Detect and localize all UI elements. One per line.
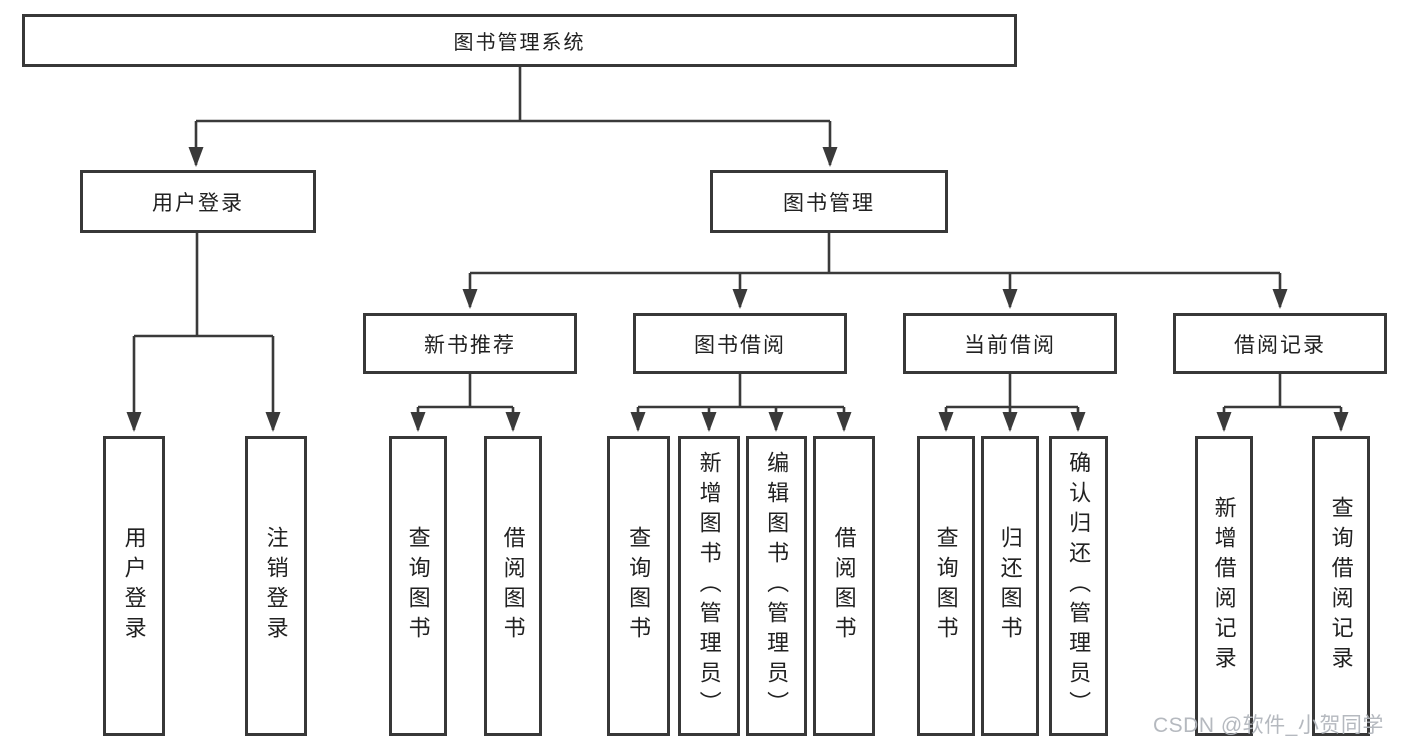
connector-new-book-recommend-branch [410,374,521,432]
node-label: 用户登录 [121,526,147,646]
leaf-query-borrow-record: 查询借阅记录 [1312,436,1370,736]
leaf-logout: 注销登录 [245,436,307,736]
node-root: 图书管理系统 [22,14,1017,67]
node-label: 借阅图书 [500,526,526,646]
node-label: 新增图书（管理员） [696,451,722,721]
node-new-book-recommend: 新书推荐 [363,313,577,374]
connector-book-borrowing-branch [630,374,852,432]
leaf-user-login: 用户登录 [103,436,165,736]
csdn-watermark: CSDN @软件_小贺同学 [1153,714,1384,737]
leaf-edit-books-admin: 编辑图书（管理员） [746,436,807,736]
node-label: 借阅图书 [831,526,857,646]
leaf-confirm-return-admin: 确认归还（管理员） [1049,436,1108,736]
leaf-borrow-books-recommend: 借阅图书 [484,436,542,736]
node-book-borrowing: 图书借阅 [633,313,847,374]
node-label: 图书借阅 [694,333,786,357]
node-label: 注销登录 [263,526,289,646]
node-current-borrowing: 当前借阅 [903,313,1117,374]
leaf-add-borrow-record: 新增借阅记录 [1195,436,1253,736]
node-label: 归还图书 [997,526,1023,646]
node-label: 编辑图书（管理员） [764,451,790,721]
leaf-query-books-current: 查询图书 [917,436,975,736]
node-user-login: 用户登录 [80,170,316,233]
node-label: 用户登录 [152,191,244,215]
leaf-borrow-books-borrowing: 借阅图书 [813,436,875,736]
leaf-query-books-recommend: 查询图书 [389,436,447,736]
node-label: 查询图书 [405,526,431,646]
node-book-management: 图书管理 [710,170,948,233]
node-label: 查询图书 [933,526,959,646]
node-label: 查询图书 [626,526,652,646]
node-borrowing-records: 借阅记录 [1173,313,1387,374]
connector-borrowing-records-branch [1216,374,1349,432]
node-label: 借阅记录 [1234,333,1326,357]
connector-book-management-branch [462,233,1288,309]
node-label: 查询借阅记录 [1328,496,1354,676]
leaf-query-books-borrowing: 查询图书 [607,436,670,736]
node-label: 新增借阅记录 [1211,496,1237,676]
connector-current-borrowing-branch [938,374,1086,432]
node-label: 当前借阅 [964,333,1056,357]
node-label: 图书管理系统 [453,32,586,54]
connector-user-login-branch [126,233,281,432]
leaf-return-books: 归还图书 [981,436,1039,736]
leaf-add-books-admin: 新增图书（管理员） [678,436,740,736]
node-label: 图书管理 [783,191,875,215]
node-label: 确认归还（管理员） [1066,451,1092,721]
node-label: 新书推荐 [424,333,516,357]
connector-root-to-level2 [188,67,838,167]
